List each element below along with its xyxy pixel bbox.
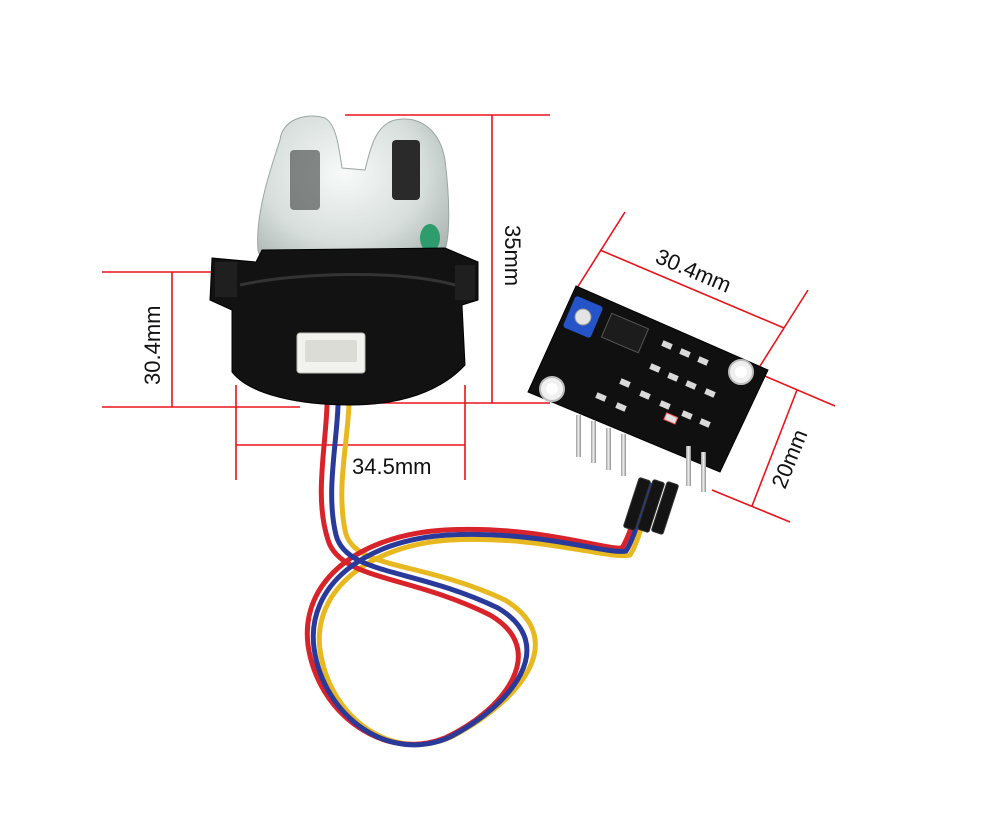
turbidity-sensor	[209, 115, 479, 406]
label-sensor-depth: 34.5mm	[352, 454, 431, 479]
dupont-connectors	[623, 477, 679, 535]
cable-bundle	[304, 375, 658, 748]
sensor-housing	[209, 247, 479, 406]
sensor-emitter	[392, 140, 420, 200]
dimension-lines	[102, 114, 836, 523]
label-sensor-height: 35mm	[500, 225, 525, 286]
amplifier-board	[527, 285, 769, 535]
label-board-height: 20mm	[766, 426, 812, 492]
status-led	[663, 412, 679, 425]
ic-chip	[600, 312, 650, 354]
header-pins	[576, 415, 706, 492]
label-sensor-width: 30.4mm	[140, 306, 165, 385]
